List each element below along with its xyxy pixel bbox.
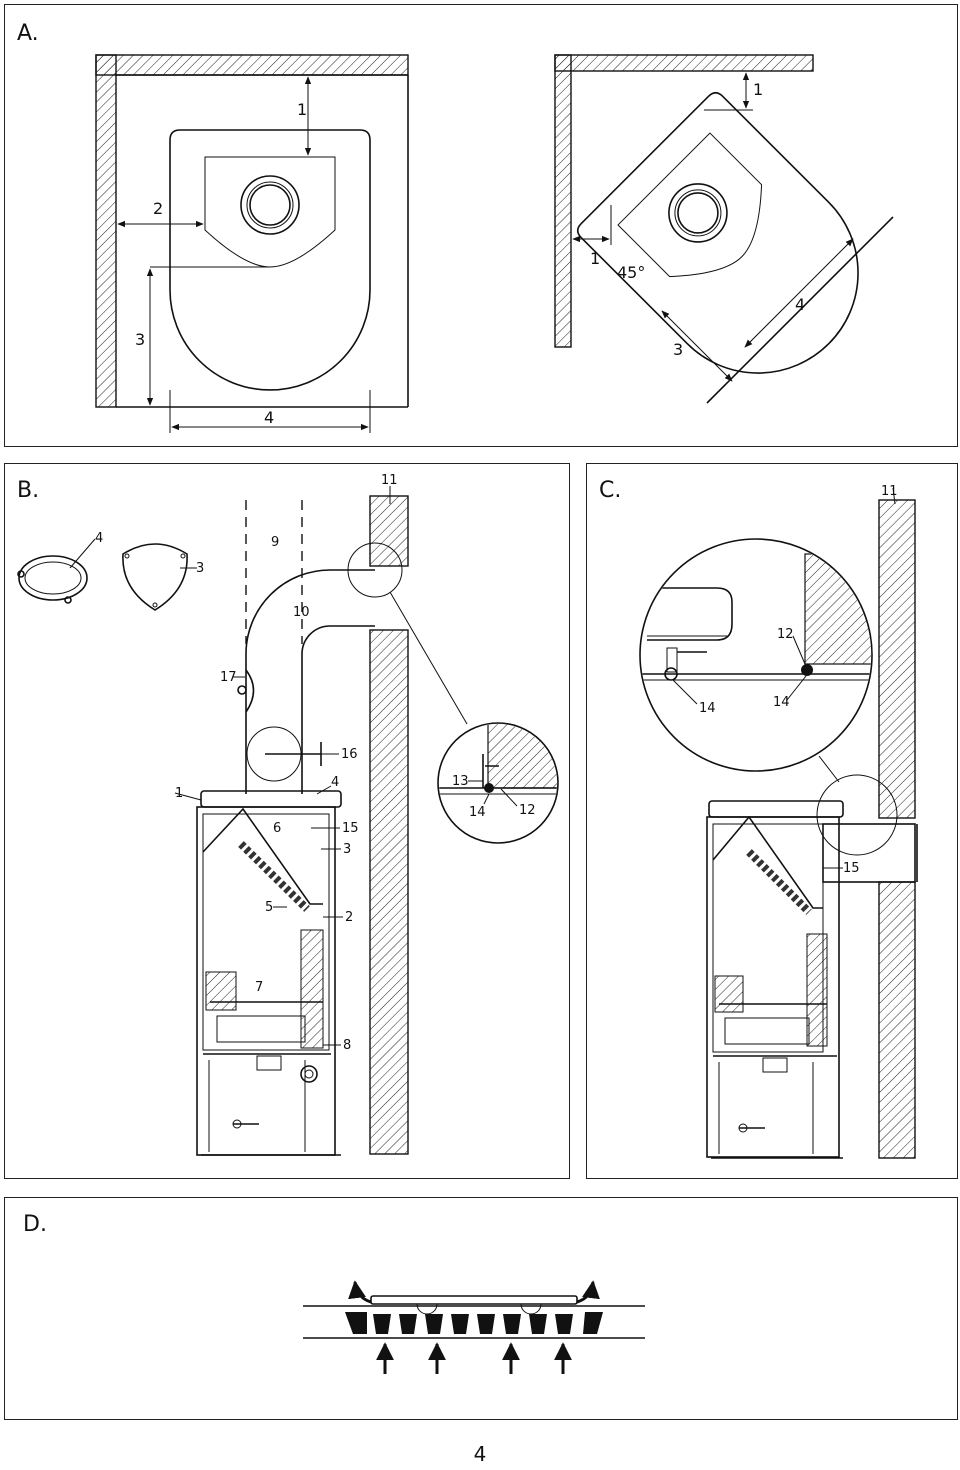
detail-circle-c xyxy=(816,774,898,856)
callout-14-c-left: 14 xyxy=(699,701,716,716)
panel-d: D. xyxy=(4,1197,958,1420)
callout-6: 6 xyxy=(273,821,281,836)
stove-footprint xyxy=(169,129,371,391)
clearance-diagram-a: 1 2 3 4 1 1 45° 4 3 xyxy=(95,54,894,433)
wall-c xyxy=(878,499,916,1159)
stove-footprint-corner xyxy=(576,91,859,374)
wall-b xyxy=(369,495,409,1155)
airflow-arrows xyxy=(348,1280,600,1374)
panel-c: C. 11 12 14 14 xyxy=(586,463,958,1179)
stove-section-b xyxy=(196,790,342,1156)
dim-label-4-corner: 4 xyxy=(795,295,805,314)
callout-11-c: 11 xyxy=(881,484,898,499)
cover-plate-part xyxy=(122,543,188,611)
callout-15-c: 15 xyxy=(843,861,860,876)
callout-2: 2 xyxy=(345,910,353,925)
callout-14-c-right: 14 xyxy=(773,695,790,710)
callout-11: 11 xyxy=(381,473,398,488)
dimension-lines-a xyxy=(117,76,371,433)
panel-label-a: A. xyxy=(17,21,39,46)
panel-label-b: B. xyxy=(17,478,40,503)
callout-4-part: 4 xyxy=(95,531,103,546)
callout-10: 10 xyxy=(293,605,310,620)
page-number: 4 xyxy=(473,1442,487,1466)
grate-airflow-diagram-d xyxy=(303,1280,645,1374)
detail-circle-wall xyxy=(347,542,403,598)
detail-zoom-wall-joint xyxy=(437,722,559,844)
callout-14: 14 xyxy=(469,805,486,820)
callout-12: 12 xyxy=(519,803,536,818)
callout-17: 17 xyxy=(220,670,237,685)
callout-3: 3 xyxy=(343,842,351,857)
panel-label-c: C. xyxy=(599,478,622,503)
panel-b: B. 4 3 11 9 xyxy=(4,463,570,1179)
detail-zoom-wall-joint-c xyxy=(639,538,873,772)
callout-9: 9 xyxy=(271,535,279,550)
dim-label-1-top: 1 xyxy=(753,80,763,99)
callout-7: 7 xyxy=(255,980,263,995)
side-section-diagram-b: 4 3 11 9 10 16 17 xyxy=(17,473,559,1156)
callout-5: 5 xyxy=(265,900,273,915)
callout-15: 15 xyxy=(342,821,359,836)
callout-16: 16 xyxy=(341,747,358,762)
grate-section xyxy=(303,1295,645,1339)
callout-3-part: 3 xyxy=(196,561,204,576)
callout-12-c: 12 xyxy=(777,627,794,642)
flue-collar-part xyxy=(17,555,88,604)
callout-4: 4 xyxy=(331,775,339,790)
panel-label-d: D. xyxy=(23,1212,47,1237)
callout-1: 1 xyxy=(175,786,183,801)
callout-13: 13 xyxy=(452,774,469,789)
wall-left-a xyxy=(95,54,409,408)
panel-a: A. 1 2 3 4 xyxy=(4,4,958,447)
dim-label-1: 1 xyxy=(297,100,307,119)
wall-right-a xyxy=(554,54,814,348)
dim-label-4: 4 xyxy=(264,408,274,427)
dim-label-3: 3 xyxy=(135,330,145,349)
side-section-diagram-c: 11 12 14 14 xyxy=(639,484,918,1159)
stove-section-c xyxy=(706,800,844,1159)
dim-label-3-corner: 3 xyxy=(673,340,683,359)
callout-8: 8 xyxy=(343,1038,351,1053)
elbow-flue-pipe xyxy=(245,569,375,794)
dim-label-1-side: 1 xyxy=(590,249,600,268)
angle-label: 45° xyxy=(617,263,645,282)
dim-label-2: 2 xyxy=(153,199,163,218)
dimension-lines-a-corner xyxy=(572,72,854,382)
